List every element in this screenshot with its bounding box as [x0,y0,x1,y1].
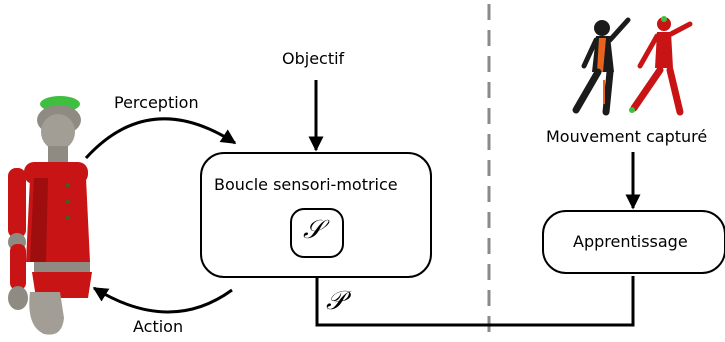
learning-label: Apprentissage [573,232,688,251]
perception-label: Perception [114,93,199,112]
policy-symbol: 𝒫 [326,286,345,316]
loop-symbol-box [290,208,344,258]
robot-figure [8,96,92,335]
capture-label: Mouvement capturé [546,127,708,146]
loop-symbol: 𝒮 [303,215,324,245]
captured-motion-figures [572,16,693,116]
policy-feedback-arrow [309,260,635,327]
action-arrow [92,286,233,314]
loop-label: Boucle sensori-motrice [214,175,398,194]
objective-label: Objectif [282,49,345,68]
learning-box [542,210,725,274]
perception-arrow [84,117,237,160]
action-label: Action [133,317,184,336]
